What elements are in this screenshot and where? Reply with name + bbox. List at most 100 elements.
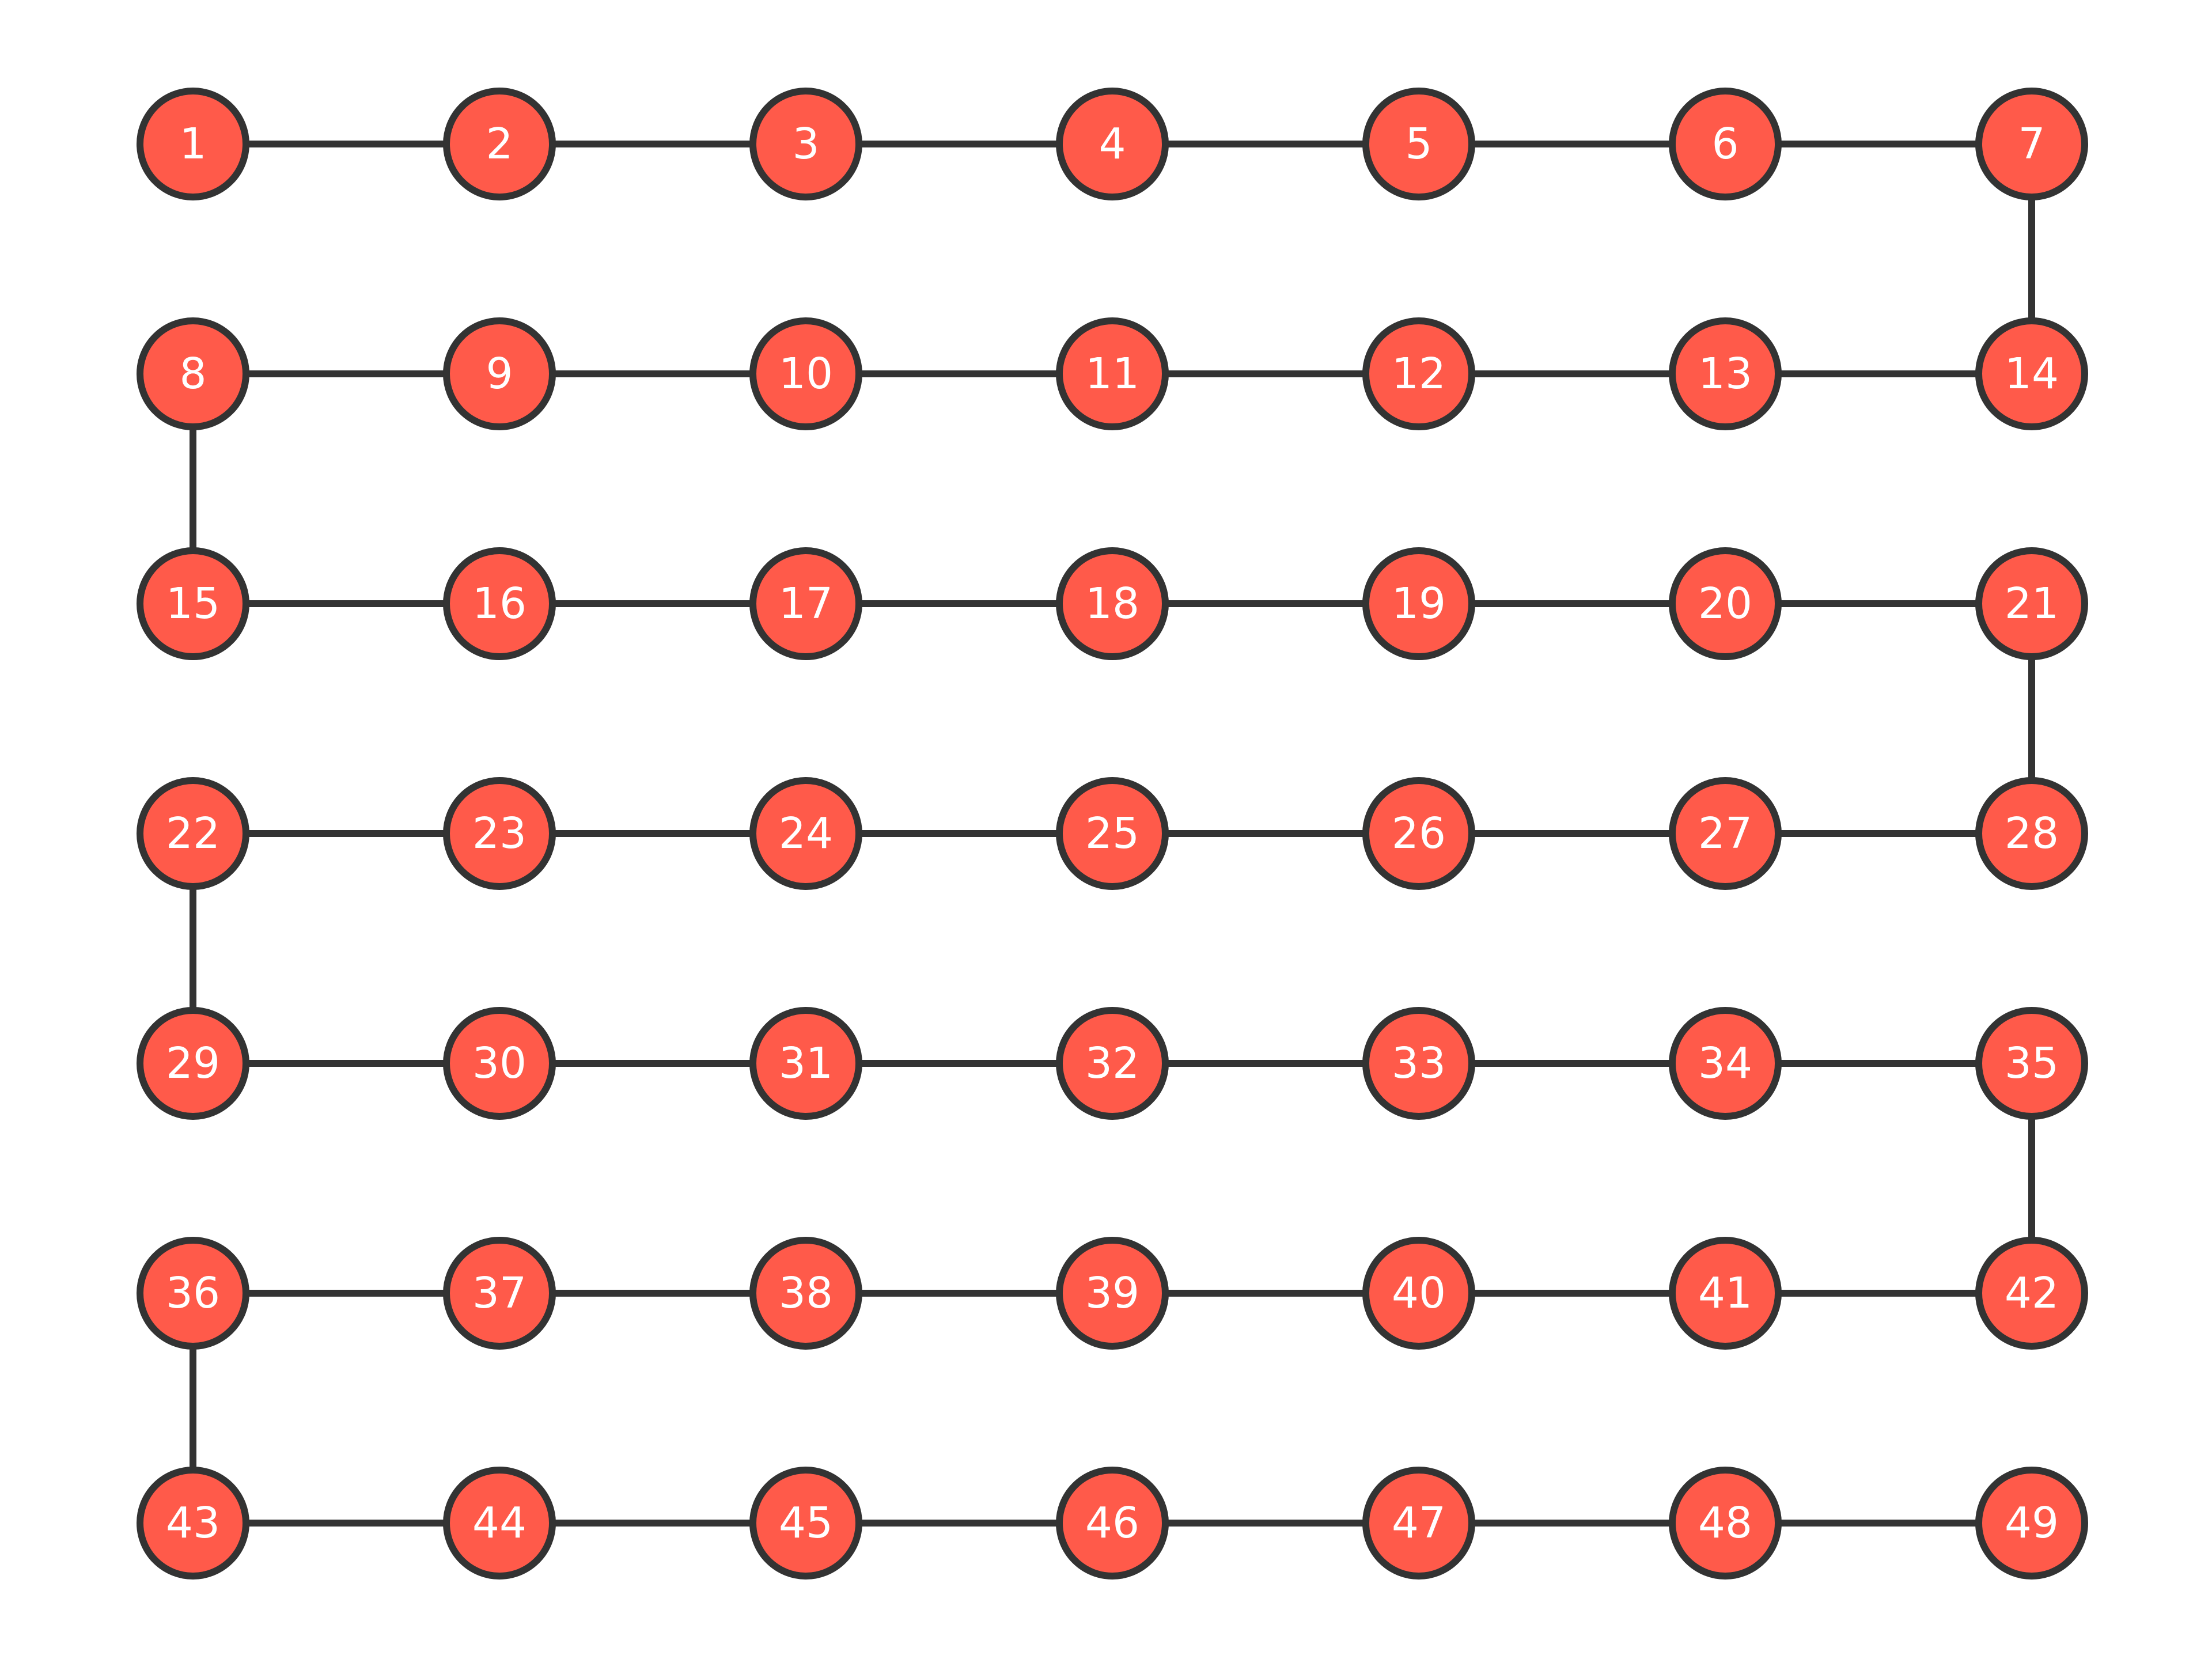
- node-18: 18: [1056, 547, 1169, 660]
- node-4: 4: [1056, 88, 1169, 200]
- node-label: 12: [1392, 349, 1446, 399]
- node-circle: [1975, 1007, 2088, 1120]
- node-label: 13: [1698, 349, 1752, 399]
- node-35: 35: [1975, 1007, 2088, 1120]
- node-32: 32: [1056, 1007, 1169, 1120]
- node-label: 28: [2005, 809, 2059, 858]
- node-circle: [1975, 88, 2088, 200]
- node-38: 38: [749, 1237, 862, 1350]
- node-circle: [749, 88, 862, 200]
- node-circle: [1669, 1007, 1782, 1120]
- node-label: 49: [2005, 1498, 2059, 1548]
- node-33: 33: [1362, 1007, 1475, 1120]
- node-label: 38: [779, 1268, 833, 1318]
- node-circle: [137, 547, 249, 660]
- node-circle: [1975, 777, 2088, 890]
- node-circle: [1056, 547, 1169, 660]
- node-34: 34: [1669, 1007, 1782, 1120]
- node-25: 25: [1056, 777, 1169, 890]
- node-1: 1: [137, 88, 249, 200]
- node-45: 45: [749, 1467, 862, 1580]
- node-circle: [137, 777, 249, 890]
- node-43: 43: [137, 1467, 249, 1580]
- node-circle: [749, 1237, 862, 1350]
- node-2: 2: [443, 88, 556, 200]
- node-28: 28: [1975, 777, 2088, 890]
- node-label: 26: [1392, 809, 1446, 858]
- node-47: 47: [1362, 1467, 1475, 1580]
- node-22: 22: [137, 777, 249, 890]
- node-circle: [749, 777, 862, 890]
- node-circle: [749, 547, 862, 660]
- node-circle: [1975, 1467, 2088, 1580]
- node-label: 33: [1392, 1039, 1446, 1088]
- node-circle: [137, 1467, 249, 1580]
- node-circle: [1362, 1237, 1475, 1350]
- node-label: 10: [779, 349, 833, 399]
- node-circle: [1669, 1237, 1782, 1350]
- node-circle: [137, 88, 249, 200]
- node-label: 18: [1085, 579, 1139, 628]
- node-19: 19: [1362, 547, 1475, 660]
- node-label: 47: [1392, 1498, 1446, 1548]
- node-label: 43: [166, 1498, 220, 1548]
- node-label: 39: [1085, 1268, 1139, 1318]
- node-46: 46: [1056, 1467, 1169, 1580]
- node-circle: [443, 1007, 556, 1120]
- node-21: 21: [1975, 547, 2088, 660]
- node-9: 9: [443, 317, 556, 430]
- node-49: 49: [1975, 1467, 2088, 1580]
- node-13: 13: [1669, 317, 1782, 430]
- node-label: 4: [1099, 119, 1126, 169]
- node-label: 40: [1392, 1268, 1446, 1318]
- node-48: 48: [1669, 1467, 1782, 1580]
- node-39: 39: [1056, 1237, 1169, 1350]
- node-circle: [1362, 1467, 1475, 1580]
- node-circle: [1669, 1467, 1782, 1580]
- node-circle: [749, 1467, 862, 1580]
- node-15: 15: [137, 547, 249, 660]
- node-16: 16: [443, 547, 556, 660]
- node-label: 30: [472, 1039, 527, 1088]
- node-3: 3: [749, 88, 862, 200]
- node-label: 25: [1085, 809, 1139, 858]
- node-41: 41: [1669, 1237, 1782, 1350]
- node-label: 23: [472, 809, 527, 858]
- node-circle: [1669, 317, 1782, 430]
- node-label: 24: [779, 809, 833, 858]
- node-label: 11: [1085, 349, 1139, 399]
- node-label: 3: [792, 119, 819, 169]
- node-label: 2: [486, 119, 513, 169]
- node-17: 17: [749, 547, 862, 660]
- node-31: 31: [749, 1007, 862, 1120]
- node-circle: [1056, 1467, 1169, 1580]
- node-label: 45: [779, 1498, 833, 1548]
- node-label: 31: [779, 1039, 833, 1088]
- node-label: 8: [179, 349, 206, 399]
- node-label: 6: [1711, 119, 1738, 169]
- node-circle: [1056, 1237, 1169, 1350]
- node-label: 29: [166, 1039, 220, 1088]
- node-label: 19: [1392, 579, 1446, 628]
- node-26: 26: [1362, 777, 1475, 890]
- node-circle: [1362, 317, 1475, 430]
- node-10: 10: [749, 317, 862, 430]
- node-label: 16: [472, 579, 527, 628]
- node-circle: [1362, 777, 1475, 890]
- node-8: 8: [137, 317, 249, 430]
- node-label: 42: [2005, 1268, 2059, 1318]
- node-circle: [1362, 88, 1475, 200]
- node-label: 44: [472, 1498, 527, 1548]
- node-label: 48: [1698, 1498, 1752, 1548]
- node-label: 5: [1405, 119, 1432, 169]
- node-36: 36: [137, 1237, 249, 1350]
- node-label: 7: [2018, 119, 2045, 169]
- node-27: 27: [1669, 777, 1782, 890]
- node-23: 23: [443, 777, 556, 890]
- node-label: 22: [166, 809, 220, 858]
- node-24: 24: [749, 777, 862, 890]
- node-11: 11: [1056, 317, 1169, 430]
- node-14: 14: [1975, 317, 2088, 430]
